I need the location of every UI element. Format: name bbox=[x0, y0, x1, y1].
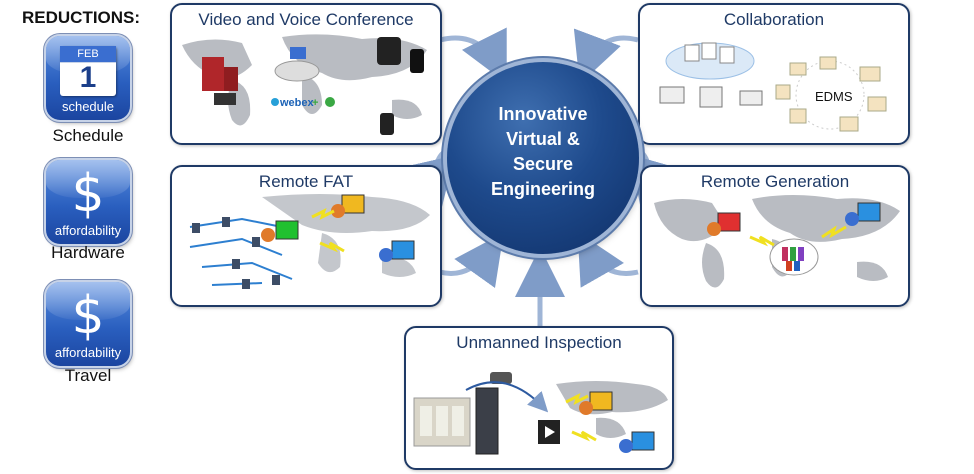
plus-icon: + bbox=[312, 97, 318, 109]
laptop-icon bbox=[214, 93, 236, 105]
panel-title: Remote Generation bbox=[700, 172, 850, 191]
user-icon bbox=[845, 212, 859, 226]
webex-label: webex bbox=[279, 97, 315, 109]
panel-remote-generation: Remote Generation bbox=[640, 165, 910, 307]
collaboration-diagram: EDMS bbox=[659, 42, 887, 132]
lightning-icon bbox=[821, 225, 847, 239]
building-icon bbox=[202, 57, 238, 91]
travel-tile: $ affordability bbox=[46, 282, 130, 366]
calendar-month: FEB bbox=[60, 46, 116, 63]
schedule-label: Schedule bbox=[52, 126, 124, 145]
camera-icon bbox=[490, 372, 512, 384]
edms-label: EDMS bbox=[815, 89, 853, 104]
hub-line: Innovative bbox=[498, 104, 588, 124]
panel-title: Video and Voice Conference bbox=[198, 10, 414, 29]
laptop-icon bbox=[589, 391, 613, 411]
meeting-table-icon bbox=[274, 60, 320, 82]
user-icon bbox=[619, 439, 633, 453]
user-icon bbox=[707, 222, 721, 236]
monitor-icon bbox=[659, 86, 685, 104]
server-cabinet-icon bbox=[475, 387, 499, 455]
inspection-diagram bbox=[413, 372, 668, 455]
tile-caption: affordability bbox=[54, 345, 122, 360]
webex-logo-icon bbox=[271, 98, 279, 106]
fat-network-diagram bbox=[189, 194, 430, 289]
server-rack-icon bbox=[782, 247, 804, 271]
phone-device-icon bbox=[377, 37, 401, 65]
panel-unmanned-inspection: Unmanned Inspection bbox=[404, 326, 674, 470]
arrow-collab bbox=[573, 28, 639, 85]
panel-title: Collaboration bbox=[723, 10, 825, 29]
user-icon bbox=[579, 401, 593, 415]
calendar-icon: FEB 1 bbox=[60, 46, 116, 96]
laptop-icon bbox=[391, 240, 415, 260]
generation-map bbox=[654, 195, 900, 288]
world-map-image: webex + bbox=[182, 34, 427, 135]
hub-line: Engineering bbox=[490, 179, 595, 199]
lightning-icon bbox=[311, 208, 335, 220]
central-hub: Innovative Virtual & Secure Engineering bbox=[447, 62, 639, 254]
dollar-icon: $ bbox=[71, 286, 105, 346]
tile-caption: affordability bbox=[54, 223, 122, 238]
reductions-title: REDUCTIONS: bbox=[22, 8, 141, 27]
hardware-label: Hardware bbox=[51, 243, 125, 262]
hardware-tile: $ affordability bbox=[46, 160, 130, 244]
arrow-generation bbox=[577, 231, 639, 288]
arrow-fat bbox=[439, 232, 504, 289]
panel-title: Unmanned Inspection bbox=[456, 333, 622, 352]
hub-line: Virtual & bbox=[506, 129, 580, 149]
user-icon bbox=[331, 204, 345, 218]
lightning-icon bbox=[319, 241, 345, 253]
mobile-phone-icon bbox=[410, 49, 424, 73]
laptop-icon bbox=[631, 431, 655, 451]
lightning-icon bbox=[749, 235, 775, 247]
tile-caption: schedule bbox=[61, 99, 115, 114]
user-icon bbox=[379, 248, 393, 262]
laptop-icon bbox=[739, 90, 763, 106]
user-icon bbox=[261, 228, 275, 242]
panel-video-conference: Video and Voice Conference webex + bbox=[170, 3, 442, 145]
laptop-icon bbox=[857, 202, 881, 222]
dollar-icon: $ bbox=[71, 164, 105, 224]
panel-remote-fat: Remote FAT bbox=[170, 165, 442, 307]
laptop-icon bbox=[717, 212, 741, 232]
hub-line: Secure bbox=[512, 154, 574, 174]
panel-collaboration: Collaboration EDMS bbox=[638, 3, 910, 145]
panel-title: Remote FAT bbox=[258, 172, 354, 191]
lightning-icon bbox=[571, 430, 597, 442]
smartphone-icon bbox=[380, 113, 394, 135]
laptop-icon bbox=[275, 220, 299, 240]
schedule-tile: FEB 1 schedule bbox=[46, 36, 130, 120]
hub-text: Innovative Virtual & Secure Engineering bbox=[447, 102, 639, 202]
phone-icon bbox=[325, 97, 335, 107]
calendar-day: 1 bbox=[79, 61, 97, 94]
travel-label: Travel bbox=[64, 366, 112, 385]
arrow-video bbox=[439, 27, 507, 84]
screen-icon bbox=[290, 47, 306, 59]
laptop-icon bbox=[341, 194, 365, 214]
pc-icon bbox=[699, 86, 723, 108]
lightning-icon bbox=[565, 393, 589, 405]
